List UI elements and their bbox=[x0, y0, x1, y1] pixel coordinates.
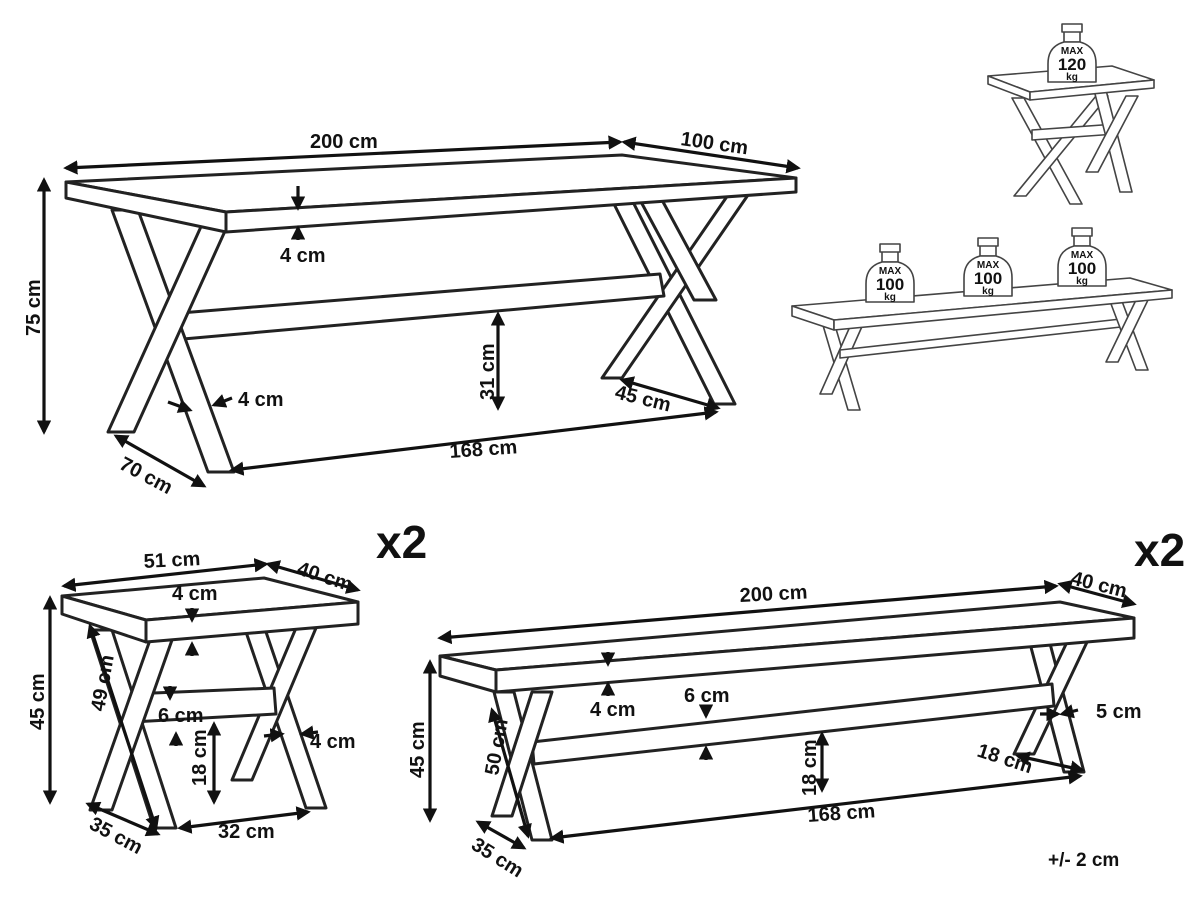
bench-depth-label: 40 cm bbox=[1069, 568, 1129, 603]
svg-text:MAX: MAX bbox=[1071, 250, 1094, 261]
svg-text:100: 100 bbox=[1068, 259, 1096, 278]
stool-count-label: x2 bbox=[376, 516, 427, 568]
bench-leg-span-label: 168 cm bbox=[807, 800, 876, 827]
svg-text:kg: kg bbox=[1076, 276, 1088, 287]
table-leg-width-label: 4 cm bbox=[238, 389, 284, 411]
bench-count-label: x2 bbox=[1134, 524, 1185, 576]
bench-height-label: 45 cm bbox=[407, 721, 429, 778]
weight-100-icon-1: MAX 100 kg bbox=[865, 243, 915, 303]
tolerance-note: +/- 2 cm bbox=[1048, 850, 1119, 871]
table-foot-depth-label: 45 cm bbox=[613, 382, 673, 417]
weight-100-icon-3: MAX 100 kg bbox=[1057, 227, 1107, 287]
bench: x2 200 cm 40 cm 45 cm 4 cm 6 cm 5 cm 50 … bbox=[407, 524, 1185, 882]
stool-beam-thickness-label: 6 cm bbox=[158, 705, 204, 727]
bench-beam-height-label: 18 cm bbox=[799, 739, 821, 796]
stool-top-thickness-label: 4 cm bbox=[172, 583, 218, 605]
svg-text:100: 100 bbox=[974, 269, 1002, 288]
stool-height-label: 45 cm bbox=[27, 673, 49, 730]
stool-leg-span-label: 32 cm bbox=[218, 821, 275, 843]
bench-leg-width-label: 5 cm bbox=[1096, 701, 1142, 723]
bench-beam-thickness-label: 6 cm bbox=[684, 685, 730, 707]
table-beam bbox=[166, 272, 666, 342]
svg-text:MAX: MAX bbox=[1061, 46, 1084, 57]
table-length-label: 200 cm bbox=[310, 131, 378, 153]
stool-base-width-label: 35 cm bbox=[86, 813, 146, 859]
stool: x2 51 cm 40 cm 45 cm 4 cm 49 cm 6 cm 4 c… bbox=[27, 516, 427, 859]
stool-beam-height-label: 18 cm bbox=[189, 729, 211, 786]
table-beam-height-label: 31 cm bbox=[477, 343, 499, 400]
table-top-thickness-label: 4 cm bbox=[280, 245, 326, 267]
svg-text:kg: kg bbox=[982, 286, 994, 297]
table-top bbox=[64, 153, 798, 234]
svg-text:100: 100 bbox=[876, 275, 904, 294]
stool-width-label: 51 cm bbox=[143, 548, 201, 573]
svg-text:120: 120 bbox=[1058, 55, 1086, 74]
bench-top-thickness-label: 4 cm bbox=[590, 699, 636, 721]
bench-thumbnail: MAX 100 kg MAX 100 kg MAX 100 kg bbox=[791, 227, 1173, 411]
dining-table: 200 cm 100 cm 75 cm 4 cm 31 cm 4 cm 45 c… bbox=[23, 128, 801, 499]
bench-length-label: 200 cm bbox=[739, 581, 808, 607]
table-height-label: 75 cm bbox=[23, 279, 45, 336]
bench-top bbox=[438, 600, 1136, 694]
svg-text:MAX: MAX bbox=[977, 260, 1000, 271]
table-base-width-label: 70 cm bbox=[116, 453, 176, 499]
table-depth-label: 100 cm bbox=[679, 128, 749, 159]
table-leg-span-label: 168 cm bbox=[449, 436, 518, 463]
stool-thumbnail: MAX 120 kg bbox=[987, 23, 1155, 205]
svg-text:kg: kg bbox=[884, 292, 896, 303]
weight-100-icon-2: MAX 100 kg bbox=[963, 237, 1013, 297]
stool-leg-width-label: 4 cm bbox=[310, 731, 356, 753]
svg-text:kg: kg bbox=[1066, 72, 1078, 83]
svg-text:MAX: MAX bbox=[879, 266, 902, 277]
bench-base-width-label: 35 cm bbox=[467, 834, 527, 883]
weight-120-icon: MAX 120 kg bbox=[1047, 23, 1097, 83]
